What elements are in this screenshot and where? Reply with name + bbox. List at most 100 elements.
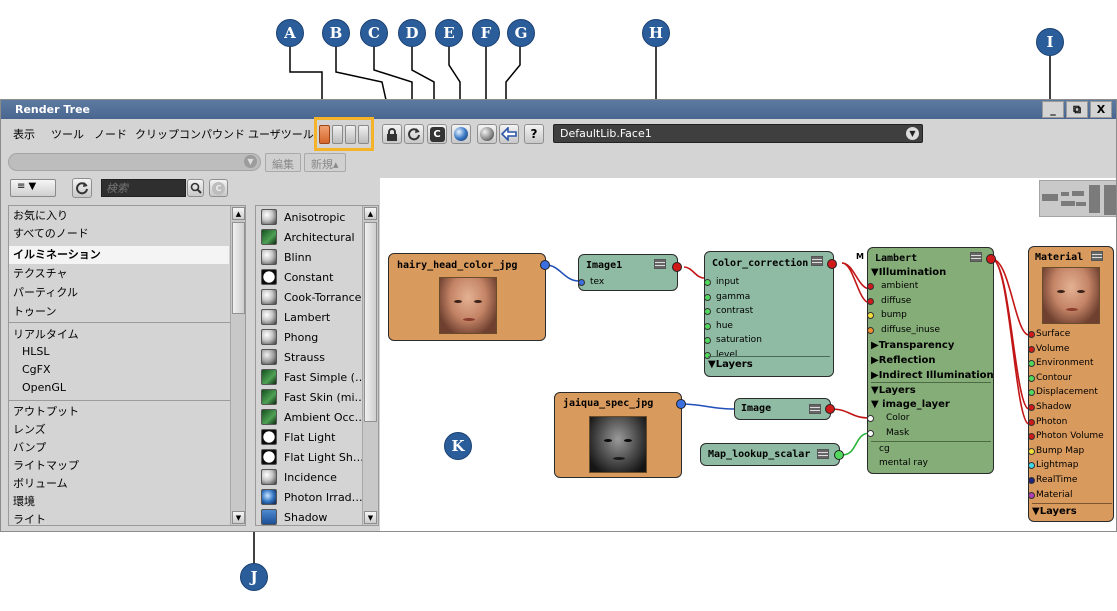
layers-header[interactable]: ▼Layers [708,359,753,370]
output-port[interactable] [986,254,996,264]
list-item[interactable]: CgFX [22,363,51,376]
scroll-thumb[interactable] [364,222,377,422]
input-port[interactable] [578,279,585,286]
list-item[interactable]: アウトプット [13,405,79,418]
pane-layout-3[interactable] [345,124,356,144]
list-item[interactable]: トゥーン [13,305,57,318]
menu-clip[interactable]: クリップ [135,128,179,141]
input-port[interactable] [704,337,711,344]
list-item[interactable]: Fast Simple (… [261,367,366,387]
list-item[interactable]: Constant [261,267,364,287]
list-item[interactable]: Fast Skin (mi… [261,387,366,407]
input-port[interactable] [704,279,711,286]
image-layer-header[interactable]: ▼ image_layer [871,399,950,410]
input-port[interactable] [867,283,874,290]
list-item[interactable]: ライト [13,513,46,526]
list-item[interactable]: Phong [261,327,364,347]
list-item[interactable]: Blinn [261,247,364,267]
list-item[interactable]: Flat Light [261,427,364,447]
list-item[interactable]: 環境 [13,495,35,508]
menu-compound[interactable]: コンパウンド [179,128,245,141]
node-hairy-head-color[interactable]: hairy_head_color_jpg [388,253,550,341]
node-menu-icon[interactable] [1091,251,1103,261]
node-image[interactable]: Image [734,398,835,420]
help-button[interactable]: ? [524,124,544,144]
view-mode-dropdown[interactable]: ≡ ▼ [10,179,56,197]
scroll-up-button[interactable]: ▲ [364,207,377,220]
layers-header[interactable]: ▼Layers [871,385,916,396]
clear-button[interactable]: C [427,124,447,144]
list-item[interactable]: バンプ [13,441,47,454]
list-item[interactable]: Strauss [261,347,364,367]
transparency-header[interactable]: ▶Transparency [871,340,955,351]
pane-layout-2[interactable] [332,124,343,144]
category-scrollbar[interactable]: ▲ ▼ [230,206,245,525]
list-item[interactable]: リアルタイム [13,328,79,341]
input-port[interactable] [1028,331,1035,338]
go-to-parent-button[interactable] [499,124,519,144]
scroll-up-button[interactable]: ▲ [232,207,245,220]
node-menu-icon[interactable] [809,404,821,414]
input-port[interactable] [867,415,874,422]
list-item[interactable]: パーティクル [13,286,79,299]
indirect-illumination-header[interactable]: ▶Indirect Illumination [871,370,994,381]
shader-scrollbar[interactable]: ▲ ▼ [362,206,378,525]
minimize-button[interactable]: _ [1042,101,1064,118]
search-button[interactable] [187,179,204,197]
list-item[interactable]: お気に入り [13,209,68,222]
graph-minimap[interactable] [1039,180,1116,217]
list-item[interactable]: Photon Irrad… [261,487,364,507]
menu-view[interactable]: 表示 [13,128,35,141]
pane-layout-buttons[interactable] [314,117,374,151]
input-port[interactable] [1028,404,1035,411]
list-item[interactable]: Ambient Occ… [261,407,366,427]
input-port[interactable] [704,308,711,315]
list-item[interactable]: Cook-Torrance [261,287,364,307]
input-port[interactable] [1028,360,1035,368]
menu-user-tools[interactable]: ユーザツール [248,128,314,141]
input-port[interactable] [1028,433,1035,441]
preset-combo[interactable]: ▼ [8,153,261,171]
list-item[interactable]: Architectural [261,227,364,247]
node-menu-icon[interactable] [811,256,823,266]
input-port[interactable] [867,297,874,305]
output-port[interactable] [825,404,835,414]
list-item-selected[interactable]: イルミネーション [9,246,229,264]
pane-layout-1[interactable] [319,124,330,144]
clear-search-button[interactable]: C [209,179,228,197]
list-item[interactable]: OpenGL [22,381,67,394]
input-port[interactable] [1028,491,1035,499]
illumination-header[interactable]: ▼Illumination [871,267,947,278]
input-port[interactable] [867,430,874,437]
node-image1[interactable]: Image1 tex [578,254,682,291]
input-port[interactable] [704,293,711,301]
input-port[interactable] [867,312,874,319]
list-item[interactable]: すべてのノード [13,227,89,240]
list-item[interactable]: HLSL [22,345,50,358]
list-item[interactable]: テクスチャ [13,267,68,280]
toggle-render-button[interactable] [477,124,497,144]
output-port[interactable] [827,259,837,269]
lock-button[interactable] [382,124,402,144]
list-item[interactable]: Lambert [261,307,364,327]
list-item[interactable]: Shadow [261,507,364,525]
refresh-presets-button[interactable] [72,178,92,198]
pane-layout-4[interactable] [358,124,369,144]
search-input[interactable] [101,179,186,197]
input-port[interactable] [1028,374,1035,382]
list-item[interactable]: レンズ [13,423,46,436]
node-menu-icon[interactable] [970,252,982,262]
input-port[interactable] [704,322,711,330]
input-port[interactable] [1028,345,1035,353]
node-graph-canvas[interactable]: hairy_head_color_jpg Image1 tex Color_co… [380,178,1116,531]
layers-header[interactable]: ▼Layers [1032,506,1077,517]
reflection-header[interactable]: ▶Reflection [871,355,936,366]
edit-button[interactable]: 編集 [265,153,301,172]
list-item[interactable]: Incidence [261,467,364,487]
scroll-down-button[interactable]: ▼ [364,511,377,524]
refresh-button[interactable] [404,124,424,144]
scroll-thumb[interactable] [232,222,245,314]
input-port[interactable] [1028,447,1035,455]
